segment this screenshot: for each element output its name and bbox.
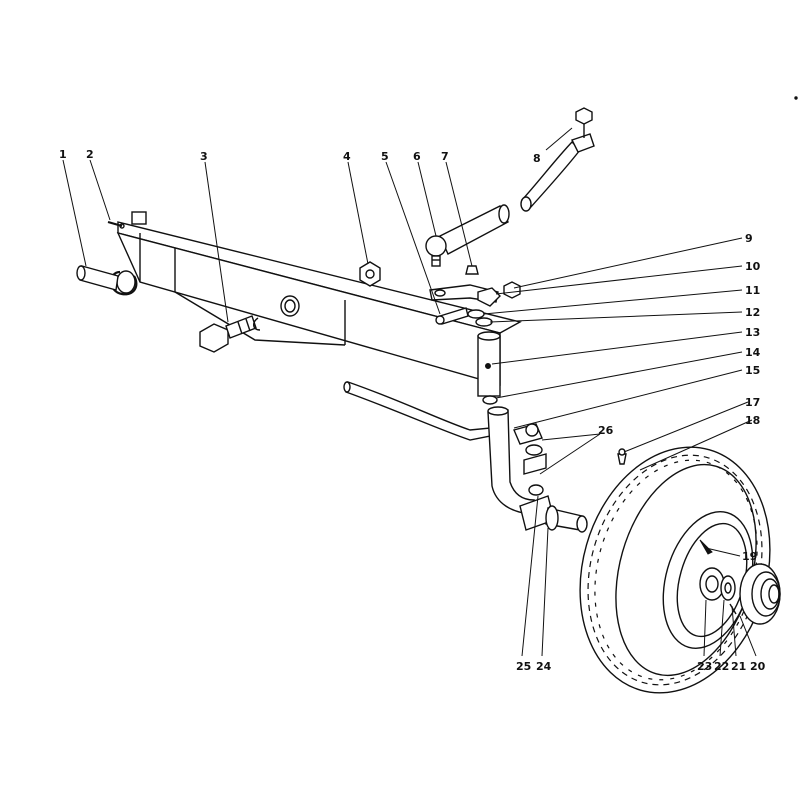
callout-21: 21: [731, 660, 746, 673]
axle-beam: [116, 221, 522, 386]
callout-5: 5: [381, 150, 389, 163]
washer-12: [475, 317, 493, 327]
callout-26: 26: [598, 424, 614, 437]
track-rod: [343, 381, 491, 441]
nut: [359, 261, 381, 287]
leader-lines: [62, 127, 757, 657]
callout-11: 11: [745, 284, 760, 297]
corner-dot: [794, 96, 798, 100]
callout-3: 3: [200, 150, 208, 163]
callout-12: 12: [745, 306, 760, 319]
callout-17: 17: [745, 396, 760, 409]
callout-8: 8: [533, 152, 541, 165]
stub-axle: [487, 406, 588, 533]
callout-9: 9: [745, 232, 753, 245]
castle-nut-7: [465, 265, 479, 275]
bolt: [199, 315, 257, 353]
hub-cap: [739, 563, 781, 625]
bolt-5: [435, 307, 469, 325]
callout-18: 18: [745, 414, 760, 427]
callout-4: 4: [343, 150, 351, 163]
pivot-eye: [110, 211, 147, 296]
split-pin: [107, 220, 125, 229]
callout-20: 20: [750, 660, 766, 673]
washer-11: [467, 309, 485, 319]
callout-15: 15: [745, 364, 760, 377]
callout-14: 14: [745, 346, 761, 359]
beam-bush-hole: [253, 295, 300, 331]
callouts: 1 2 3 4 5 6 7 8 9 10 11 12 13 14 15 17 1…: [59, 148, 766, 673]
callout-22: 22: [714, 660, 729, 673]
callout-23: 23: [697, 660, 712, 673]
pivot-pin: [76, 265, 119, 291]
callout-6: 6: [413, 150, 421, 163]
steering-arm-plate: [429, 284, 501, 307]
callout-24: 24: [536, 660, 552, 673]
callout-19: 19: [742, 550, 757, 563]
tie-rod-end: [520, 107, 595, 212]
callout-13: 13: [745, 326, 760, 339]
drag-link-ball-joint: [425, 204, 510, 267]
callout-7: 7: [441, 150, 449, 163]
callout-2: 2: [86, 148, 94, 161]
kingpin-sleeve: [477, 331, 501, 405]
wheel-rim: [662, 511, 754, 649]
callout-10: 10: [745, 260, 761, 273]
callout-25: 25: [516, 660, 531, 673]
nut-9: [503, 281, 521, 299]
callout-1: 1: [59, 148, 67, 161]
hub-washers: [720, 575, 737, 615]
